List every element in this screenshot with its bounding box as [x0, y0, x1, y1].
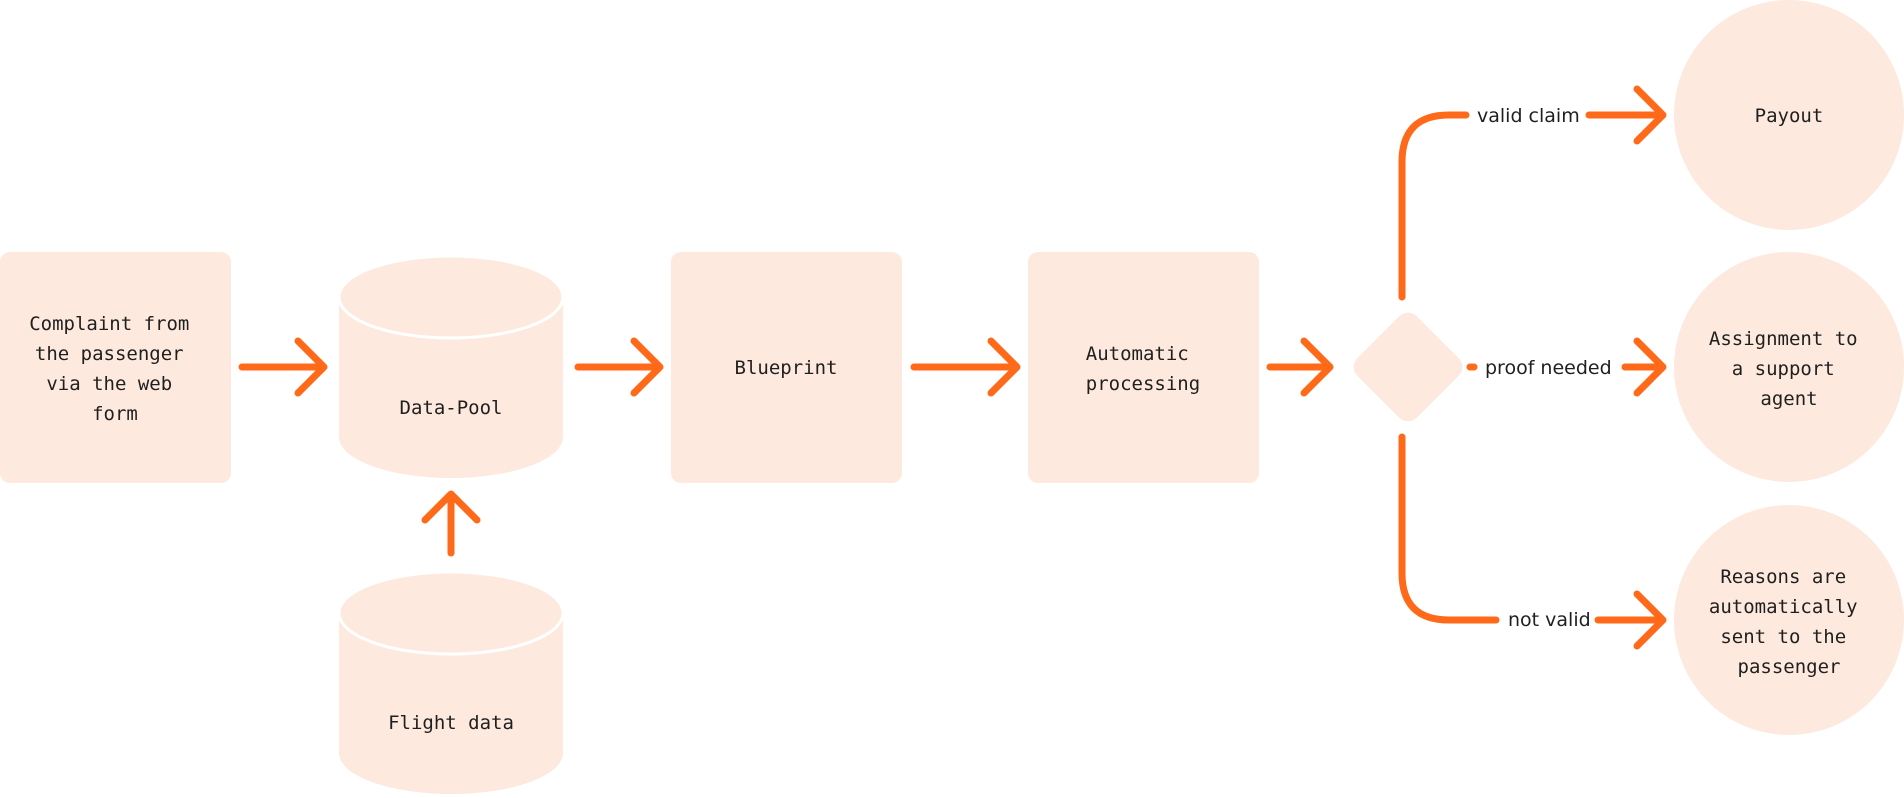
support-agent-node: Assignment to a support agent — [1674, 252, 1904, 482]
edge-not-valid: not valid — [1398, 433, 1667, 650]
blueprint-node: Blueprint — [671, 252, 902, 483]
edge-label-proof-needed: proof needed — [1485, 357, 1612, 379]
flight-data-label: Flight data — [388, 712, 514, 734]
arrow-blueprint-to-processing — [910, 337, 1021, 397]
edge-proof-needed: proof needed — [1466, 337, 1667, 397]
support-agent-label: Assignment to a support agent — [1709, 328, 1869, 410]
automatic-processing-label: Automatic processing — [1086, 343, 1200, 395]
complaint-node: Complaint from the passenger via the web… — [0, 252, 231, 483]
blueprint-label: Blueprint — [735, 357, 838, 379]
payout-label: Payout — [1755, 105, 1824, 127]
arrow-flightdata-to-datapool — [421, 490, 481, 557]
reasons-sent-node: Reasons are automatically sent to the pa… — [1674, 505, 1904, 735]
edge-label-not-valid: not valid — [1508, 609, 1591, 631]
automatic-processing-node: Automatic processing — [1028, 252, 1259, 483]
arrow-datapool-to-blueprint — [574, 337, 664, 397]
payout-node: Payout — [1674, 0, 1904, 230]
data-pool-node: Data-Pool — [337, 254, 565, 478]
edge-valid-claim: valid claim — [1398, 85, 1667, 301]
edge-label-valid-claim: valid claim — [1477, 105, 1580, 127]
arrow-complaint-to-datapool — [238, 337, 328, 397]
arrow-processing-to-decision — [1266, 337, 1334, 397]
flight-data-node: Flight data — [337, 570, 565, 794]
complaint-label: Complaint from the passenger via the web… — [29, 313, 201, 425]
decision-diamond — [1353, 312, 1463, 422]
data-pool-label: Data-Pool — [400, 397, 503, 419]
reasons-sent-label: Reasons are automatically sent to the pa… — [1709, 566, 1869, 678]
